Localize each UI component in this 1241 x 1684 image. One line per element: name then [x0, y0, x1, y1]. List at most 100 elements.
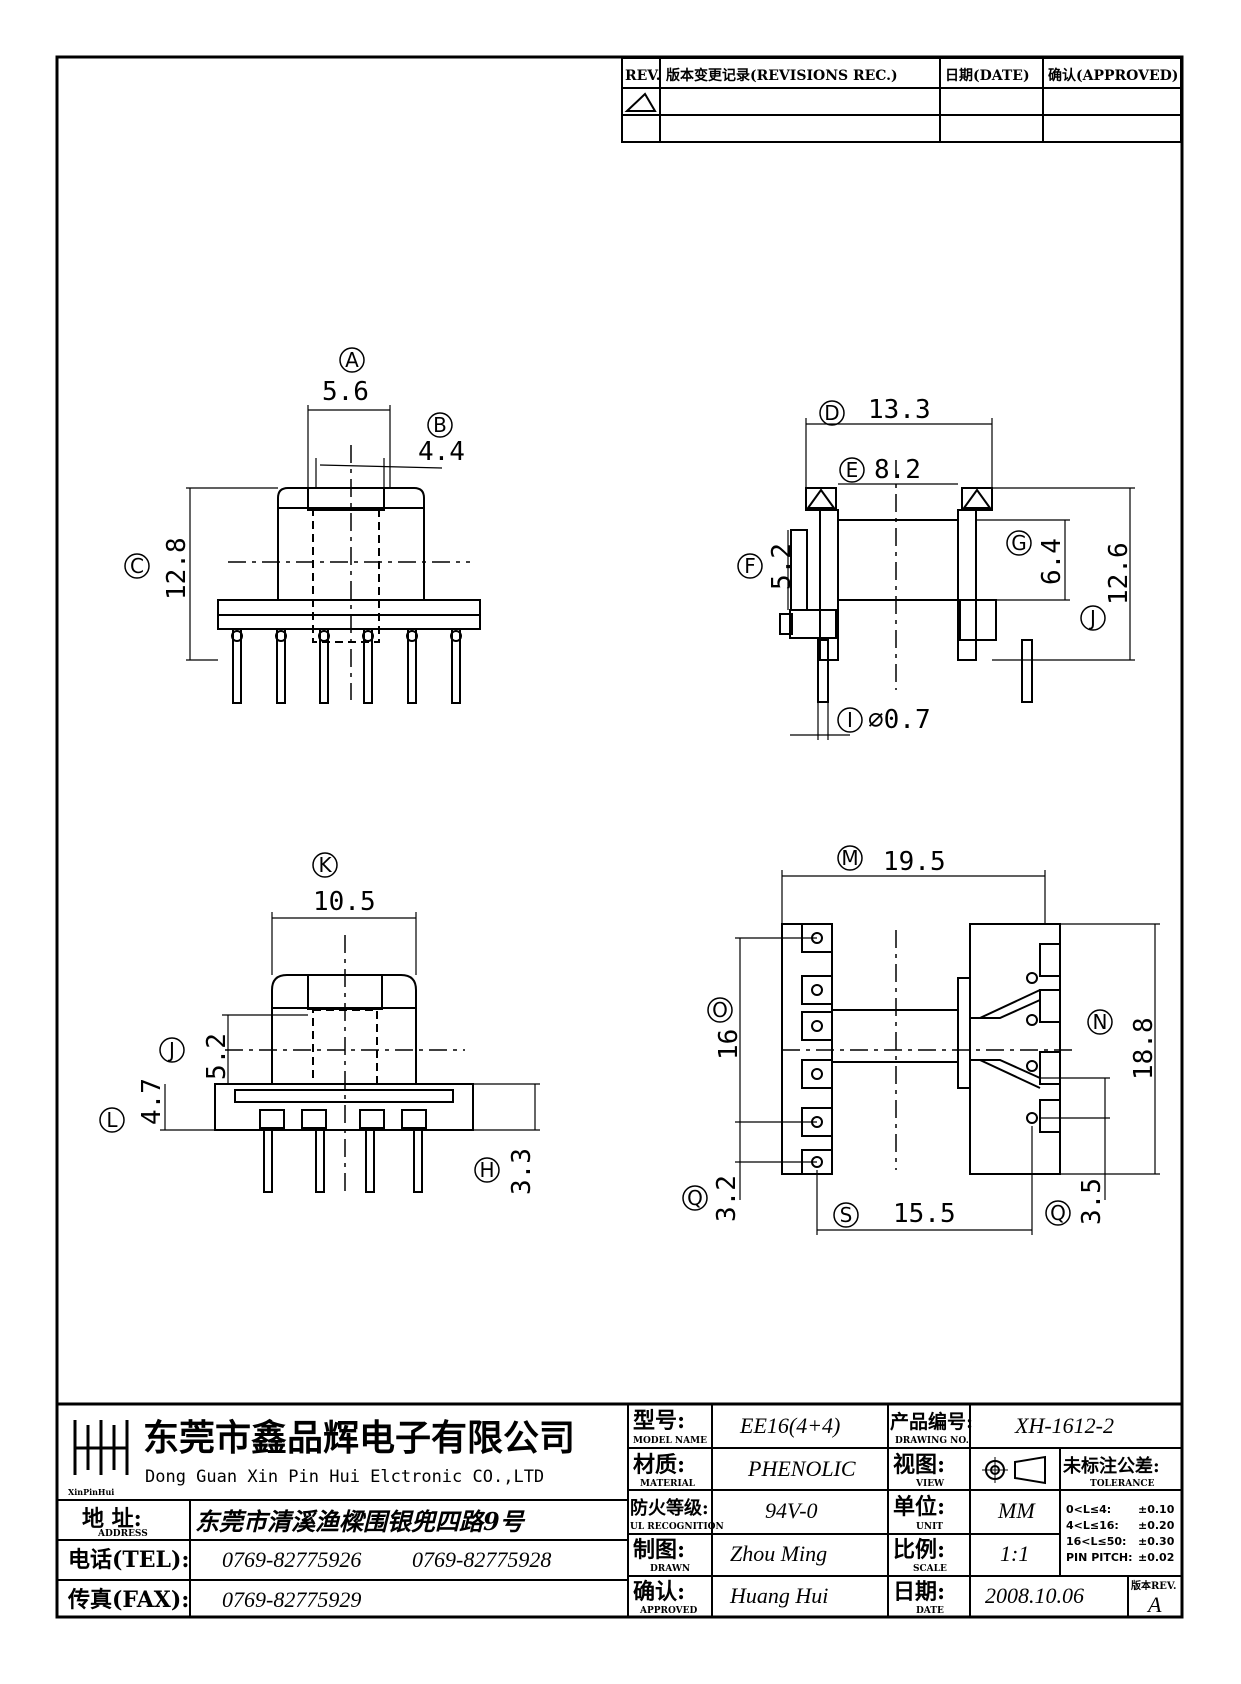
- tol-range-2: 4<L≤16:: [1066, 1519, 1119, 1532]
- tol-value-1: ±0.10: [1138, 1503, 1175, 1516]
- svg-text:Q: Q: [1050, 1201, 1066, 1225]
- unit-sub: UNIT: [916, 1522, 943, 1532]
- fax-value: 0769-82775929: [222, 1587, 361, 1612]
- drawn-sub: DRAWN: [650, 1564, 690, 1574]
- revision-headers: REV. 版本变更记录(REVISIONS REC.) 日期(DATE) 确认(…: [625, 67, 1178, 84]
- drawing-no-value: XH-1612-2: [1014, 1413, 1114, 1438]
- side-view: [779, 418, 1135, 740]
- dim-e: 8.2: [874, 455, 921, 485]
- revision-table: [621, 57, 1182, 143]
- top-view-left-pins: [801, 923, 833, 1175]
- svg-text:E: E: [846, 458, 859, 482]
- dim-k: 10.5: [313, 887, 376, 917]
- revision-triangle-icon: [624, 92, 657, 112]
- dim-c: 12.8: [162, 537, 192, 600]
- title-block: [55, 1402, 1184, 1619]
- top-view-right-pins: [1026, 943, 1061, 1133]
- approved-value: Huang Hui: [729, 1583, 828, 1608]
- material-label: 材质:: [633, 1452, 685, 1478]
- drawn-label: 制图:: [633, 1537, 685, 1563]
- approved-sub: APPROVED: [639, 1606, 698, 1616]
- scale-label: 比例:: [893, 1537, 945, 1563]
- drawing-no-label: 产品编号:: [890, 1410, 973, 1433]
- svg-text:L: L: [106, 1108, 118, 1132]
- dim-g: 6.4: [1037, 538, 1067, 585]
- ul-label: 防火等级:: [630, 1497, 709, 1519]
- address-label: 地 址:: [82, 1506, 142, 1532]
- reference-letters: A B C D E F G J I K J L H M O N Q S Q: [106, 348, 1107, 1227]
- material-value: PHENOLIC: [747, 1456, 856, 1481]
- company-logo: [73, 1420, 129, 1475]
- model-value: EE16(4+4): [739, 1413, 840, 1438]
- svg-text:J: J: [167, 1038, 175, 1062]
- tol-value-3: ±0.30: [1138, 1535, 1175, 1548]
- projection-symbol-icon: [982, 1455, 1046, 1485]
- title-block-text: XinPinHui 东莞市鑫品辉电子有限公司 Dong Guan Xin Pin…: [67, 1408, 1176, 1617]
- logo-text: XinPinHui: [68, 1487, 114, 1497]
- svg-text:O: O: [712, 998, 728, 1022]
- address-value: 东莞市清溪渔樑围银兜四路9号: [195, 1507, 526, 1536]
- dim-i: ⌀0.7: [868, 705, 931, 735]
- rev-value: A: [1146, 1592, 1162, 1617]
- dim-b: 4.4: [418, 437, 465, 467]
- material-sub: MATERIAL: [640, 1479, 696, 1489]
- dim-d: 13.3: [868, 395, 931, 425]
- ul-sub: UL RECOGNITION: [630, 1522, 724, 1532]
- rev-header: REV.: [625, 68, 661, 84]
- drawn-value: Zhou Ming: [730, 1541, 827, 1566]
- dim-l: 4.7: [137, 1078, 167, 1125]
- svg-text:F: F: [744, 554, 756, 578]
- tol-range-3: 16<L≤50:: [1066, 1535, 1126, 1548]
- model-label: 型号:: [633, 1408, 685, 1434]
- date-label: 日期:: [893, 1579, 945, 1605]
- company-cn: 东莞市鑫品辉电子有限公司: [143, 1417, 575, 1459]
- approved-header: 确认(APPROVED): [1048, 67, 1178, 84]
- svg-text:A: A: [345, 348, 359, 372]
- svg-text:K: K: [318, 853, 332, 877]
- tol-value-4: ±0.02: [1138, 1551, 1174, 1564]
- drawing-no-sub: DRAWING NO.: [895, 1436, 969, 1446]
- dim-q-left: 3.2: [712, 1175, 742, 1222]
- dim-h: 3.3: [507, 1148, 537, 1195]
- dim-j: 12.6: [1104, 542, 1134, 605]
- tol-value-2: ±0.20: [1138, 1519, 1175, 1532]
- dim-m: 19.5: [883, 847, 946, 877]
- front-view-pins: [231, 628, 462, 704]
- rev-label: 版本REV.: [1131, 1579, 1176, 1592]
- unit-value: MM: [997, 1498, 1036, 1523]
- svg-text:G: G: [1011, 531, 1027, 555]
- tol-range-1: 0<L≤4:: [1066, 1503, 1111, 1516]
- dim-s: 15.5: [893, 1199, 956, 1229]
- tolerance-sub: TOLERANCE: [1090, 1479, 1155, 1489]
- ul-value: 94V-0: [765, 1498, 818, 1523]
- svg-text:B: B: [433, 413, 447, 437]
- dim-o: 16: [714, 1029, 744, 1060]
- svg-text:I: I: [847, 708, 853, 732]
- approved-label: 确认:: [633, 1579, 685, 1605]
- svg-text:J: J: [1088, 606, 1096, 630]
- sheet-border: [55, 55, 1184, 1619]
- svg-text:S: S: [840, 1203, 853, 1227]
- svg-text:M: M: [841, 846, 858, 870]
- side-front-view: [160, 912, 540, 1195]
- company-en: Dong Guan Xin Pin Hui Elctronic CO.,LTD: [145, 1467, 544, 1487]
- dimension-labels: 5.6 4.4 12.8 13.3 8.2 5.2 6.4 12.6 ⌀0.7 …: [137, 377, 1159, 1229]
- date-sub: DATE: [916, 1606, 944, 1616]
- date-header: 日期(DATE): [945, 68, 1030, 84]
- address-sub: ADDRESS: [97, 1529, 148, 1539]
- fax-label: 传真(FAX):: [67, 1587, 189, 1613]
- svg-text:H: H: [479, 1158, 494, 1182]
- tol-range-4: PIN PITCH:: [1066, 1551, 1133, 1564]
- unit-label: 单位:: [893, 1494, 945, 1520]
- dim-a: 5.6: [322, 377, 369, 407]
- dim-n: 18.8: [1129, 1017, 1159, 1080]
- front-view: [186, 405, 481, 704]
- scale-sub: SCALE: [913, 1564, 947, 1574]
- view-sub: VIEW: [915, 1479, 945, 1489]
- dim-j2: 5.2: [202, 1033, 232, 1080]
- date-value: 2008.10.06: [985, 1583, 1084, 1608]
- svg-text:N: N: [1093, 1010, 1108, 1034]
- tel2-value: 0769-82775928: [412, 1547, 551, 1572]
- svg-text:D: D: [824, 401, 839, 425]
